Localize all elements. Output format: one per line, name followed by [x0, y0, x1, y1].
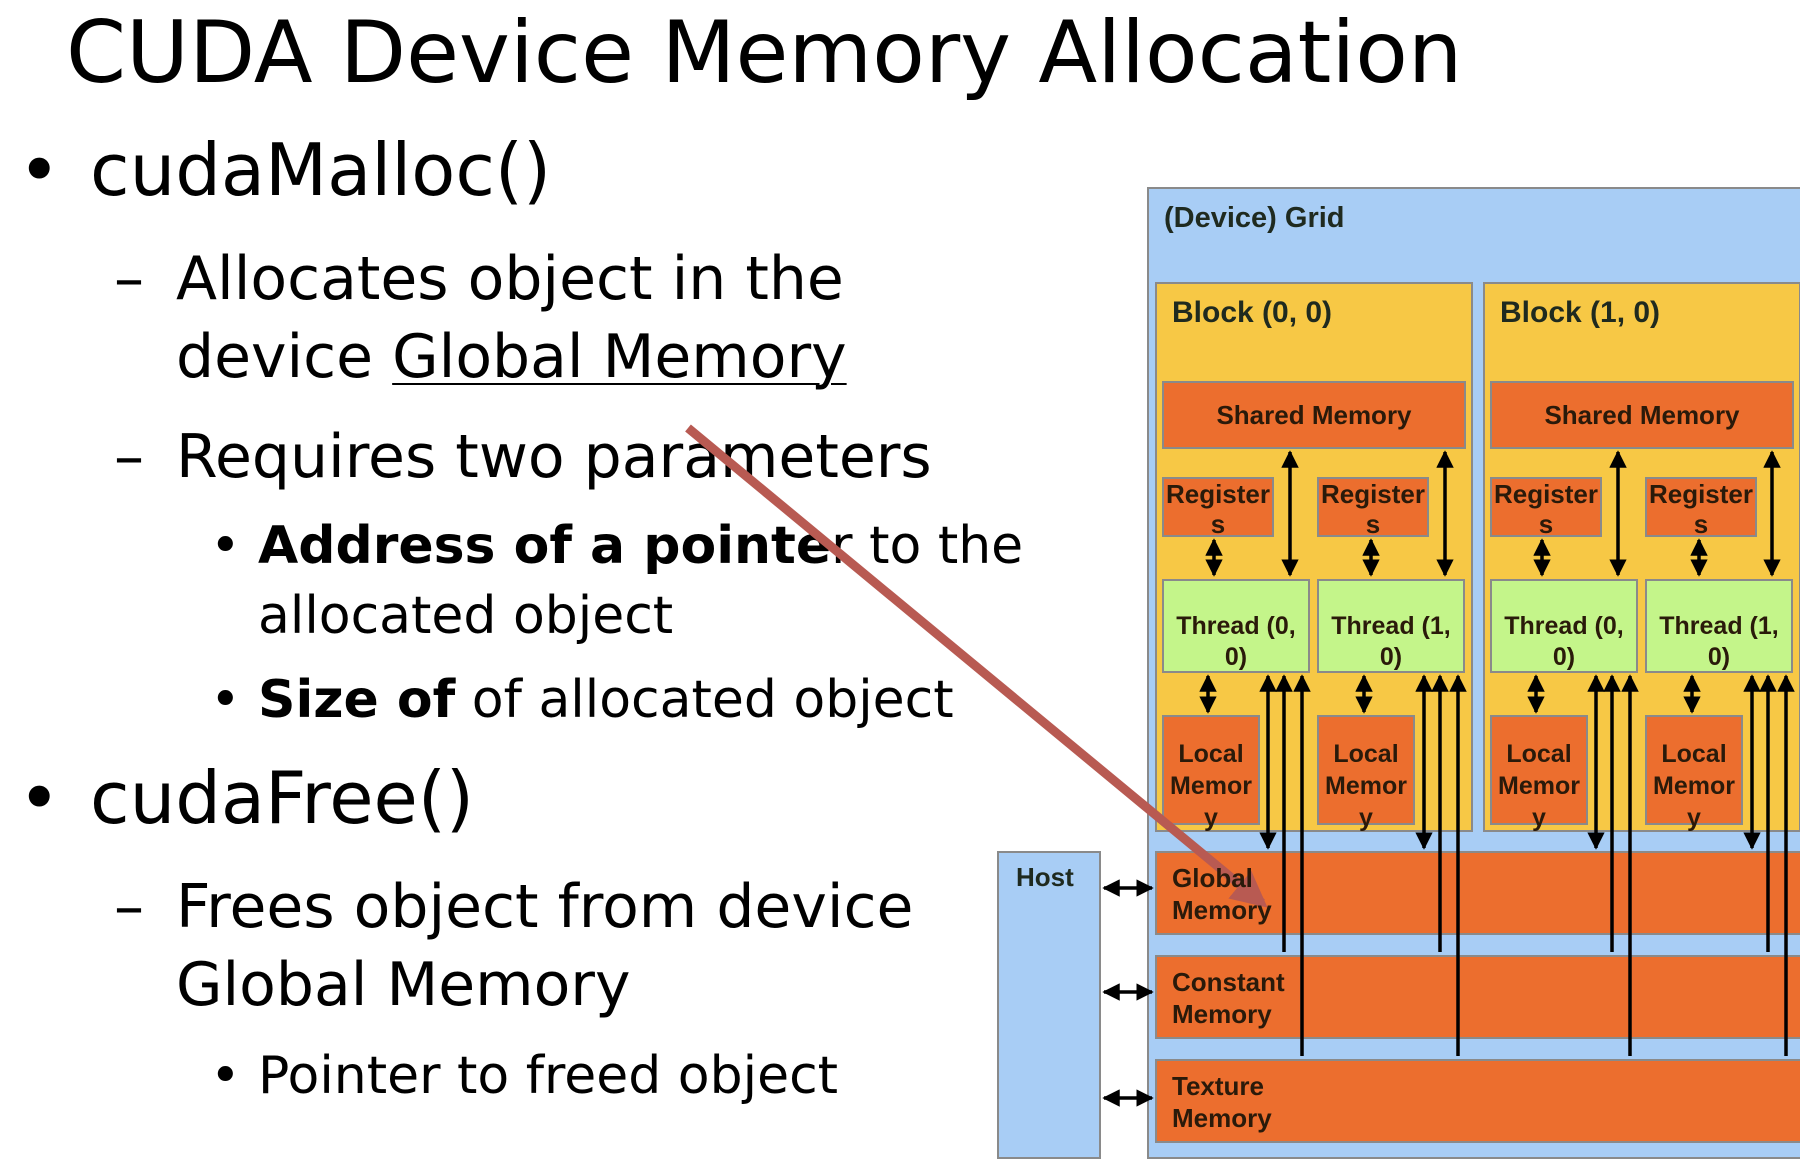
- bullet-size-bold: Size of: [258, 670, 456, 730]
- constant-memory-box: [1155, 955, 1800, 1039]
- register-label: Register s: [1493, 479, 1599, 539]
- block-label-0: Block (0, 0): [1172, 296, 1333, 329]
- constant-memory-line2: Memory: [1172, 999, 1272, 1029]
- shared-memory-0: [1162, 381, 1466, 449]
- global-memory-line1: Global: [1172, 863, 1253, 893]
- bullet-frees-line1: Frees object from device: [176, 872, 914, 942]
- thread-label: Thread (1, 0): [1659, 612, 1779, 671]
- thread-label: Thread (0, 0): [1176, 612, 1296, 671]
- bullet-dot: •: [210, 516, 241, 576]
- local-memory-label: Local Memor y: [1498, 740, 1580, 832]
- local-memory-label: Local Memor y: [1653, 740, 1735, 832]
- bullet-frees-line2: Global Memory: [176, 950, 631, 1020]
- thread-1-0: [1490, 579, 1638, 673]
- pointer-arrow: [685, 424, 1268, 908]
- bullet-cudamalloc: cudaMalloc(): [90, 128, 552, 212]
- bullet-address-line2: allocated object: [258, 586, 674, 646]
- register-1-0: [1490, 477, 1602, 537]
- register-label: Register s: [1165, 479, 1271, 539]
- local-memory-label: Local Memor y: [1325, 740, 1407, 832]
- constant-memory-line1: Constant: [1172, 967, 1285, 997]
- bullet-address-bold: Address of a pointe: [258, 516, 832, 576]
- host-box: [997, 851, 1101, 1159]
- bullet-dot: •: [18, 756, 61, 840]
- local-memory-0-1: [1317, 715, 1415, 825]
- global-memory-link[interactable]: Global Memory: [392, 322, 847, 392]
- bullet-allocates-line1: Allocates object in the: [176, 244, 844, 314]
- bullet-address-rest: r to the: [831, 516, 1024, 576]
- bullet-allocates-plain: device: [176, 322, 393, 392]
- bullet-requires: Requires two parameters: [176, 422, 932, 492]
- local-memory-label: Local Memor y: [1170, 740, 1252, 832]
- register-label: Register s: [1648, 479, 1754, 539]
- bullet-size-rest: of allocated object: [455, 670, 954, 730]
- shared-memory-label-1: Shared Memory: [1544, 400, 1740, 430]
- texture-memory-line2: Memory: [1172, 1103, 1272, 1133]
- bullet-dash: –: [114, 244, 144, 314]
- thread-0-0: [1162, 579, 1310, 673]
- thread-1-1: [1645, 579, 1793, 673]
- grid-label: (Device) Grid: [1164, 202, 1345, 234]
- bullet-dot: •: [18, 128, 61, 212]
- thread-label: Thread (0, 0): [1504, 612, 1624, 671]
- bullet-dot: •: [210, 1046, 241, 1106]
- global-memory-line2: Memory: [1172, 895, 1272, 925]
- thread-0-1: [1317, 579, 1465, 673]
- thread-label: Thread (1, 0): [1331, 612, 1451, 671]
- local-memory-0-0: [1162, 715, 1260, 825]
- bullet-dash: –: [114, 872, 144, 942]
- bullet-size: Size of of allocated object: [258, 670, 954, 730]
- block-label-1: Block (1, 0): [1500, 296, 1661, 329]
- texture-memory-box: [1155, 1059, 1800, 1143]
- texture-memory-line1: Texture: [1172, 1071, 1264, 1101]
- diagram-arrows: [1102, 450, 1795, 1107]
- register-1-1: [1645, 477, 1757, 537]
- bullet-dash: –: [114, 422, 144, 492]
- local-memory-1-0: [1490, 715, 1588, 825]
- host-label: Host: [1016, 862, 1074, 892]
- bullet-pointer: Pointer to freed object: [258, 1046, 839, 1106]
- shared-memory-1: [1490, 381, 1794, 449]
- bullet-dot: •: [210, 670, 241, 730]
- slide-title: CUDA Device Memory Allocation: [66, 3, 1463, 103]
- register-0-1: [1317, 477, 1429, 537]
- bullet-allocates-line2: device Global Memory: [176, 322, 847, 392]
- shared-memory-label-0: Shared Memory: [1216, 400, 1412, 430]
- bullet-cudafree: cudaFree(): [90, 756, 475, 840]
- bullet-address-line1: Address of a pointer to the: [258, 516, 1023, 576]
- register-0-0: [1162, 477, 1274, 537]
- register-label: Register s: [1320, 479, 1426, 539]
- local-memory-1-1: [1645, 715, 1743, 825]
